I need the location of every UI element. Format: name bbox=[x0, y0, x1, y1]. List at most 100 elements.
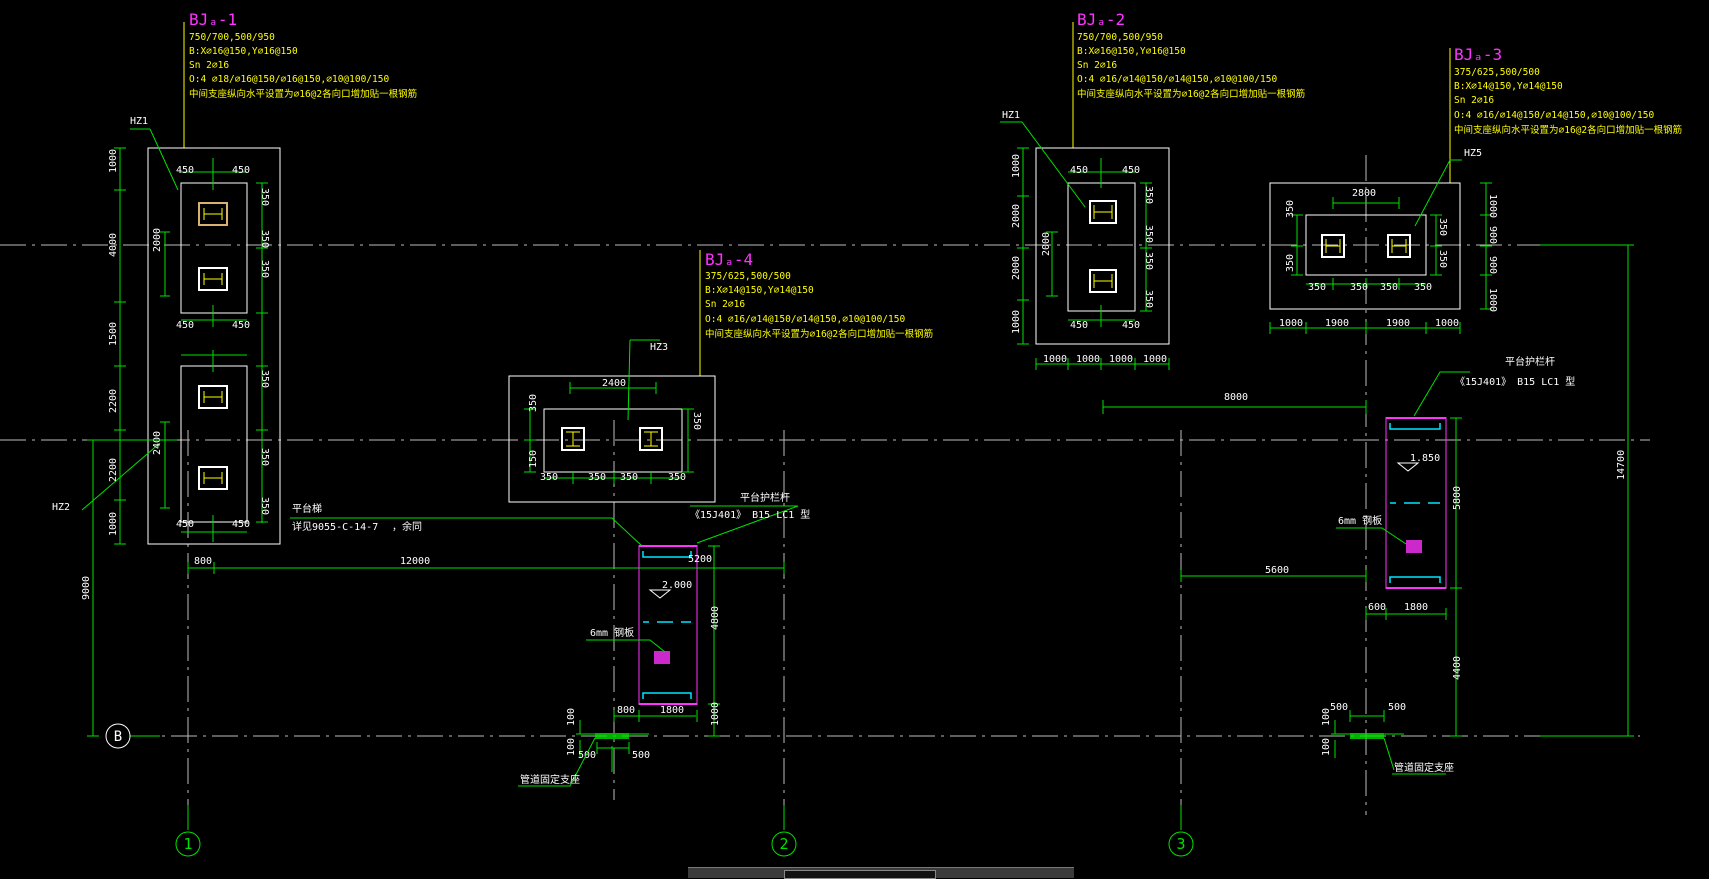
svg-text:B:X⌀14@150,Y⌀14@150: B:X⌀14@150,Y⌀14@150 bbox=[1454, 81, 1563, 92]
svg-text:750/700,500/950: 750/700,500/950 bbox=[1077, 32, 1163, 43]
svg-text:350: 350 bbox=[1308, 282, 1326, 293]
svg-text:450: 450 bbox=[1122, 165, 1140, 176]
bj3-outline bbox=[1269, 182, 1461, 310]
svg-text:800: 800 bbox=[194, 556, 212, 567]
bj4-column-icon bbox=[561, 427, 663, 451]
svg-text:6mm 钢板: 6mm 钢板 bbox=[590, 626, 634, 639]
svg-text:1000: 1000 bbox=[1487, 194, 1498, 218]
platform-1[interactable]: 2.000 6mm 钢板 平台梯 详见9055-C-14-7 ，余同 平台护栏杆… bbox=[290, 491, 810, 737]
svg-text:350: 350 bbox=[259, 370, 270, 388]
svg-text:100: 100 bbox=[566, 738, 577, 756]
svg-text:平台护栏杆: 平台护栏杆 bbox=[1505, 355, 1555, 368]
svg-text:中间支座纵向水平设置为⌀16@2各向口增加贴一根钢筋: 中间支座纵向水平设置为⌀16@2各向口增加贴一根钢筋 bbox=[1454, 124, 1682, 136]
svg-text:详见9055-C-14-7: 详见9055-C-14-7 bbox=[292, 520, 378, 533]
svg-text:350: 350 bbox=[540, 472, 558, 483]
svg-text:B: B bbox=[114, 729, 122, 745]
svg-text:350: 350 bbox=[668, 472, 686, 483]
svg-text:350: 350 bbox=[1350, 282, 1368, 293]
foundation-bj2[interactable]: BJₐ-2 750/700,500/950 B:X⌀16@150,Y⌀16@15… bbox=[1000, 10, 1305, 370]
svg-text:350: 350 bbox=[259, 448, 270, 466]
svg-text:中间支座纵向水平设置为⌀16@2各向口增加贴一根钢筋: 中间支座纵向水平设置为⌀16@2各向口增加贴一根钢筋 bbox=[1077, 88, 1305, 100]
svg-text:1000: 1000 bbox=[1487, 288, 1498, 312]
svg-text:450: 450 bbox=[176, 320, 194, 331]
svg-text:3: 3 bbox=[1176, 835, 1185, 853]
svg-text:4400: 4400 bbox=[1452, 656, 1463, 680]
svg-text:14700: 14700 bbox=[1616, 450, 1627, 480]
svg-text:350: 350 bbox=[620, 472, 638, 483]
svg-text:100: 100 bbox=[1321, 708, 1332, 726]
svg-text:2000: 2000 bbox=[1011, 204, 1022, 228]
svg-text:HZ1: HZ1 bbox=[1002, 110, 1020, 121]
bj1-internal-dims bbox=[81, 128, 268, 542]
svg-text:350: 350 bbox=[1143, 290, 1154, 308]
bj1-column-icon bbox=[198, 202, 228, 490]
svg-text:Sn 2⌀16: Sn 2⌀16 bbox=[705, 299, 745, 310]
svg-text:12000: 12000 bbox=[400, 556, 430, 567]
svg-text:350: 350 bbox=[588, 472, 606, 483]
svg-text:350: 350 bbox=[1143, 225, 1154, 243]
svg-text:1000: 1000 bbox=[710, 702, 721, 726]
svg-text:1000: 1000 bbox=[1011, 310, 1022, 334]
svg-text:600: 600 bbox=[1368, 602, 1386, 613]
svg-text:4800: 4800 bbox=[710, 606, 721, 630]
axis-bubble-1: 1 bbox=[175, 805, 201, 857]
dim-14700: 14700 bbox=[1540, 244, 1634, 737]
svg-text:1800: 1800 bbox=[660, 705, 684, 716]
svg-text:450: 450 bbox=[232, 519, 250, 530]
bj1-title: BJₐ-1 bbox=[189, 10, 237, 29]
svg-text:2000: 2000 bbox=[152, 228, 163, 252]
svg-text:HZ2: HZ2 bbox=[52, 502, 70, 513]
bj1-pier-top bbox=[180, 182, 248, 314]
bj1-pier-bottom bbox=[180, 365, 248, 523]
foundation-bj1[interactable]: BJₐ-1 750/700,500/950 B:X⌀16@150,Y⌀16@15… bbox=[52, 10, 417, 545]
bj2-outline bbox=[1035, 147, 1170, 345]
svg-text:450: 450 bbox=[176, 165, 194, 176]
svg-text:4000: 4000 bbox=[108, 233, 119, 257]
svg-text:375/625,500/500: 375/625,500/500 bbox=[1454, 67, 1540, 78]
svg-text:O:4 ⌀16/⌀14@150/⌀14@150,⌀10@10: O:4 ⌀16/⌀14@150/⌀14@150,⌀10@100/150 bbox=[1077, 74, 1277, 85]
steel-plate-icon bbox=[1406, 540, 1422, 553]
svg-text:450: 450 bbox=[1070, 320, 1088, 331]
svg-text:6mm 钢板: 6mm 钢板 bbox=[1338, 514, 1382, 527]
svg-text:5800: 5800 bbox=[1452, 486, 1463, 510]
svg-text:500: 500 bbox=[632, 750, 650, 761]
foundation-bj3[interactable]: BJₐ-3 375/625,500/500 B:X⌀14@150,Y⌀14@15… bbox=[1269, 45, 1682, 334]
bj3-pier bbox=[1305, 214, 1427, 276]
axis-bubble-B: B bbox=[105, 723, 160, 749]
svg-text:B:X⌀14@150,Y⌀14@150: B:X⌀14@150,Y⌀14@150 bbox=[705, 285, 814, 296]
pipe-support-1: 100 100 500 500 管道固定支座 bbox=[518, 708, 650, 787]
svg-text:，余同: ，余同 bbox=[392, 520, 422, 533]
svg-text:O:4 ⌀18/⌀16@150/⌀16@150,⌀10@10: O:4 ⌀18/⌀16@150/⌀16@150,⌀10@100/150 bbox=[189, 74, 389, 85]
dim-8000: 8000 bbox=[1102, 392, 1367, 414]
svg-text:100: 100 bbox=[566, 708, 577, 726]
svg-text:1000: 1000 bbox=[108, 512, 119, 536]
svg-text:100: 100 bbox=[1321, 738, 1332, 756]
svg-text:2400: 2400 bbox=[152, 431, 163, 455]
svg-text:900: 900 bbox=[1487, 256, 1498, 274]
bj2-column-icon bbox=[1089, 200, 1117, 293]
svg-text:1500: 1500 bbox=[108, 322, 119, 346]
platform-2[interactable]: 1.850 6mm 钢板 平台护栏杆 《15J401》 B15 LC1 型 58… bbox=[1180, 355, 1575, 737]
svg-text:350: 350 bbox=[259, 497, 270, 515]
svg-text:1000: 1000 bbox=[1043, 354, 1067, 365]
svg-text:900: 900 bbox=[1487, 226, 1498, 244]
cad-status-bar[interactable] bbox=[688, 867, 1074, 879]
svg-text:2200: 2200 bbox=[108, 458, 119, 482]
svg-text:中间支座纵向水平设置为⌀16@2各向口增加贴一根钢筋: 中间支座纵向水平设置为⌀16@2各向口增加贴一根钢筋 bbox=[705, 328, 933, 340]
bj1-plan-dims: 800 12000 bbox=[187, 556, 785, 574]
pipe-support-2: 100 100 500 500 管道固定支座 bbox=[1321, 702, 1454, 775]
svg-text:平台护栏杆: 平台护栏杆 bbox=[740, 491, 790, 504]
bj4-pier bbox=[543, 408, 683, 473]
svg-text:Sn 2⌀16: Sn 2⌀16 bbox=[1454, 95, 1494, 106]
svg-text:350: 350 bbox=[1414, 282, 1432, 293]
command-field[interactable] bbox=[784, 870, 936, 879]
svg-text:1000: 1000 bbox=[1435, 318, 1459, 329]
svg-text:1000: 1000 bbox=[1109, 354, 1133, 365]
foundation-bj4[interactable]: BJₐ-4 375/625,500/500 B:X⌀14@150,Y⌀14@15… bbox=[508, 250, 933, 503]
svg-text:1.850: 1.850 bbox=[1410, 453, 1440, 464]
svg-text:2000: 2000 bbox=[1041, 232, 1052, 256]
svg-text:450: 450 bbox=[232, 320, 250, 331]
svg-text:5600: 5600 bbox=[1265, 565, 1289, 576]
svg-text:HZ5: HZ5 bbox=[1464, 148, 1482, 159]
